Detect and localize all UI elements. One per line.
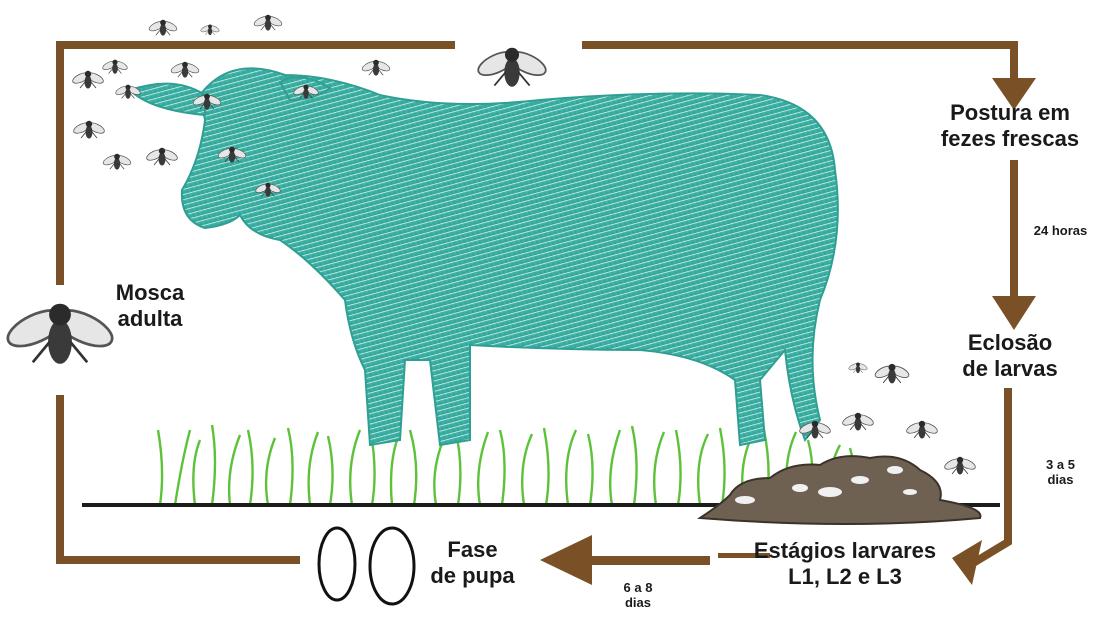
pupa-icon [319,528,414,604]
arrow-pupa [540,535,710,585]
stage-larvares-label: Estágios larvares L1, L2 e L3 [730,538,960,590]
stage-postura-label: Postura em fezes frescas [925,100,1095,152]
stage-pupa-label: Fase de pupa [415,537,530,589]
duration-6a8-label: 6 a 8 dias [598,580,678,611]
duration-3a5-label: 3 a 5 dias [1022,457,1099,488]
stage-adulta-label: Mosca adulta [100,280,200,332]
cow-illustration [130,68,838,445]
stage-eclosao-label: Eclosão de larvas [925,330,1095,382]
duration-24h-label: 24 horas [1022,223,1099,238]
